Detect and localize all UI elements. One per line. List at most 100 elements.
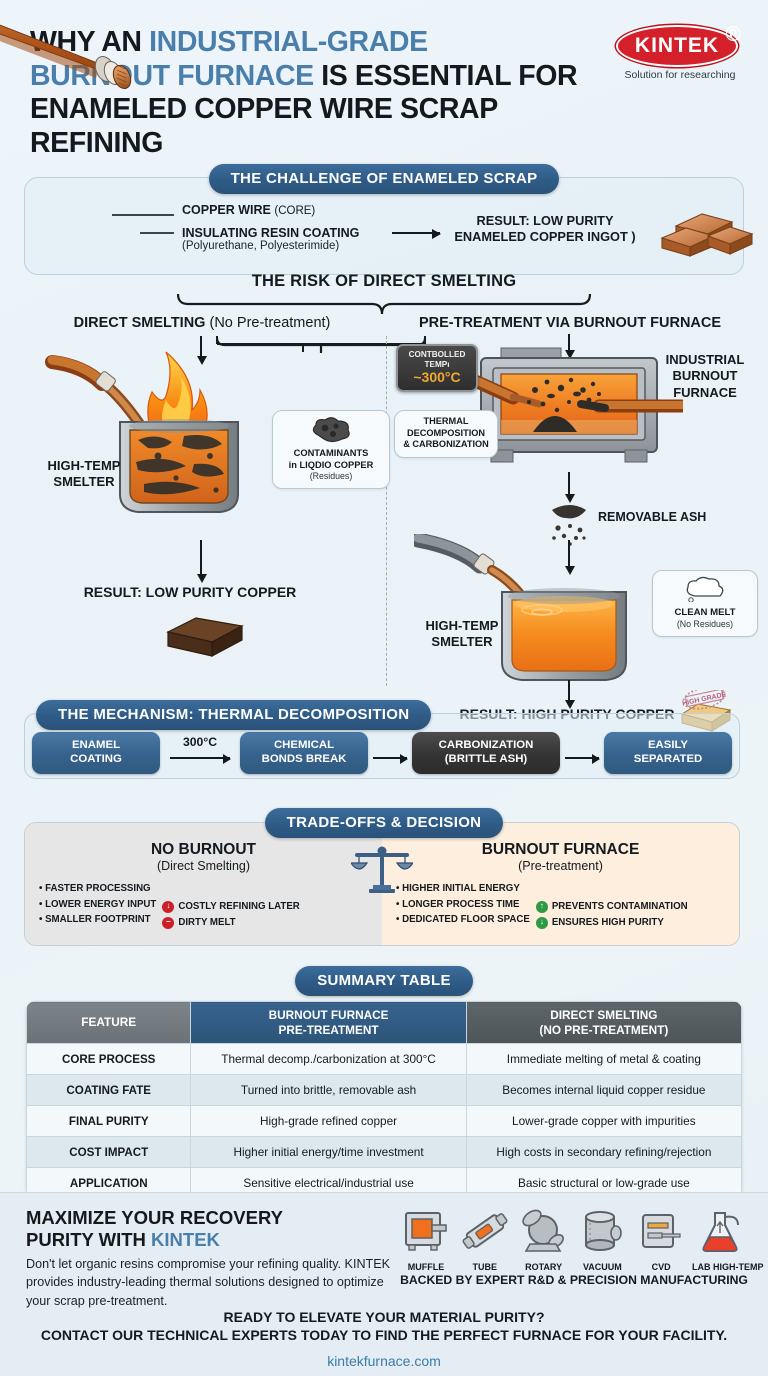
enameled-wire-illustration — [0, 24, 132, 90]
footer-url[interactable]: kintekfurnace.com — [327, 1353, 441, 1369]
callout-contaminants: CONTAMINANTS in LIQDIO COPPER (Residues) — [272, 410, 390, 490]
footer-heading-l2a: PURITY WITH — [26, 1229, 152, 1251]
footer-body-text: Don't let organic resins compromise your… — [26, 1257, 391, 1308]
logo-text: KINTEK — [634, 34, 720, 57]
table-row: CORE PROCESS Thermal decomp./carbonizati… — [26, 1043, 742, 1075]
tradeoffs-card: NO BURNOUT (Direct Smelting) FASTER PROC… — [24, 822, 740, 946]
column-connector-brace-icon — [215, 336, 427, 353]
risk-title: THE RISK OF DIRECT SMELTING — [251, 272, 517, 290]
col-header-burnout-l1: BURNOUT FURNACE — [268, 1008, 389, 1023]
footer-icon-muffle[interactable]: MUFFLE — [398, 1209, 454, 1272]
arrow-down-result-right-icon — [564, 680, 575, 709]
list-item: SMALLER FOOTPRINT — [39, 912, 156, 928]
thermal-line1: THERMAL — [423, 416, 469, 426]
temp-badge-line1: CONTBOLLED — [408, 350, 466, 359]
tradeoffs-right-panel: BURNOUT FURNACE (Pre-treatment) HIGHER I… — [382, 823, 739, 945]
ht-left-l2: SMELTER — [53, 473, 115, 489]
arrow-down-badge-icon: ↓ — [162, 900, 175, 913]
contaminants-line2: in LIQDIO COPPER — [288, 459, 374, 470]
col-left-title-bold: DIRECT SMELTING — [73, 315, 210, 331]
label-copper-wire-norm: (CORE) — [274, 205, 316, 217]
label-copper-wire: COPPER WIRE (CORE) — [182, 203, 315, 217]
footer-heading: MAXIMIZE YOUR RECOVERY PURITY WITH KINTE… — [26, 1207, 283, 1251]
cell-direct: Immediate melting of metal & coating — [465, 1043, 742, 1075]
mech-step-0-l2: COATING — [70, 753, 122, 765]
leader-line-core — [112, 214, 174, 216]
mech-gap-1: 300°C — [160, 733, 240, 773]
arrow-down-result-left-icon — [196, 540, 207, 583]
cell-burnout: Higher initial energy/time investment — [190, 1136, 467, 1168]
page-title: WHY AN INDUSTRIAL-GRADE BURNOUT FURNACE … — [30, 26, 630, 161]
col-header-burnout: BURNOUT FURNACE PRE-TREATMENT — [190, 1001, 467, 1044]
mech-step-3-l2: SEPARATED — [633, 753, 703, 765]
footer-icon-cvd[interactable]: CVD — [633, 1209, 689, 1272]
ind-furnace-l2: BURNOUT — [672, 368, 738, 384]
thermal-line2: DECOMPOSITION — [406, 427, 486, 438]
summary-table-body: CORE PROCESS Thermal decomp./carbonizati… — [26, 1043, 742, 1199]
mech-arrow-2-icon — [373, 754, 409, 764]
result-ingot-line1: RESULT: LOW PURITY — [476, 213, 614, 228]
direct-smelting-illustration — [45, 351, 239, 513]
footer-icon-tube[interactable]: TUBE — [457, 1209, 513, 1272]
label-insulating-resin-sub: (Polyurethane, Polyesterimide) — [182, 240, 340, 252]
copper-ingots-illustration — [660, 213, 754, 257]
tradeoffs-left-flags: ↓ COSTLY REFINING LATER − DIRTY MELT — [162, 881, 300, 930]
challenge-banner-wrap: THE CHALLENGE OF ENAMELED SCRAP — [0, 164, 768, 194]
footer-icon-lab-high-temp[interactable]: LAB HIGH-TEMP — [692, 1209, 763, 1272]
mech-arrow-1-icon — [169, 754, 232, 764]
clean-melt-line1: CLEAN MELT — [674, 607, 736, 618]
label-insulating-resin: INSULATING RESIN COATING — [182, 226, 360, 240]
registered-trademark-icon: ® — [725, 23, 742, 46]
low-purity-ingot-illustration — [166, 617, 244, 657]
cell-feature: CORE PROCESS — [26, 1043, 192, 1075]
leader-line-coating — [140, 232, 174, 234]
contaminant-blob-icon — [312, 417, 350, 443]
arrow-to-result-icon — [392, 229, 441, 239]
col-header-burnout-l2: PRE-TREATMENT — [278, 1022, 379, 1037]
ind-furnace-l3: FURNACE — [673, 384, 737, 400]
mech-step-1-l1: CHEMICAL — [273, 739, 335, 752]
table-row: COATING FATE Turned into brittle, remova… — [26, 1074, 742, 1106]
tradeoffs-right-title-text: BURNOUT FURNACE — [481, 841, 640, 858]
footer-cta-line2: CONTACT OUR TECHNICAL EXPERTS TODAY TO F… — [40, 1327, 728, 1343]
tradeoffs-left-subtitle: (Direct Smelting) — [156, 859, 251, 873]
summary-banner-wrap: SUMMARY TABLE — [0, 966, 768, 996]
clean-smelter-illustration — [414, 534, 627, 681]
minus-badge-icon: − — [162, 916, 175, 929]
tradeoffs-left-flag-0-text: COSTLY REFINING LATER — [178, 901, 300, 912]
label-result-low-purity-copper: RESULT: LOW PURITY COPPER — [83, 584, 297, 600]
tradeoffs-right-columns: HIGHER INITIAL ENERGY LONGER PROCESS TIM… — [382, 873, 739, 930]
cloud-icon — [686, 576, 724, 603]
tradeoffs-banner: TRADE-OFFS & DECISION — [264, 808, 504, 838]
label-result-low-purity-ingot: RESULT: LOW PURITY ENAMELED COPPER INGOT… — [452, 213, 638, 245]
footer-icon-rotary[interactable]: ROTARY — [516, 1209, 572, 1272]
contaminants-line1: CONTAMINANTS — [293, 448, 369, 458]
mechanism-banner-wrap: THE MECHANISM: THERMAL DECOMPOSITION — [36, 700, 432, 730]
cell-direct: High costs in secondary refining/rejecti… — [465, 1136, 742, 1168]
mech-step-carbonization: CARBONIZATION (BRITTLE ASH) — [412, 732, 560, 774]
mech-step-1-l2: BONDS BREAK — [261, 753, 347, 765]
tube-furnace-icon — [462, 1213, 508, 1249]
mech-arrow-3-icon — [565, 754, 601, 764]
footer: MAXIMIZE YOUR RECOVERY PURITY WITH KINTE… — [0, 1192, 768, 1376]
ht-right-l2: SMELTER — [431, 633, 493, 649]
list-item: DEDICATED FLOOR SPACE — [396, 912, 530, 928]
cell-burnout: Turned into brittle, removable ash — [190, 1074, 467, 1106]
controlled-temp-badge: CONTBOLLED TEMPı ~300°C — [396, 344, 478, 393]
tradeoffs-right-subtitle: (Pre-treatment) — [518, 859, 603, 873]
tradeoffs-right-flag-1-text: ENSURES HIGH PURITY — [551, 916, 664, 928]
callout-thermal-decomposition: THERMAL DECOMPOSITION & CARBONIZATION — [394, 410, 498, 458]
mech-step-enamel-coating: ENAMEL COATING — [32, 732, 160, 774]
logo-tagline: Solution for researching — [624, 69, 736, 81]
footer-backed-text: BACKED BY EXPERT R&D & PRECISION MANUFAC… — [400, 1273, 748, 1287]
tradeoffs-left-bullets: FASTER PROCESSING LOWER ENERGY INPUT SMA… — [39, 881, 156, 930]
footer-heading-l2b: KINTEK — [151, 1229, 220, 1251]
kintek-logo: KINTEK ® Solution for researching — [616, 23, 744, 81]
logo-ellipse: KINTEK ® — [616, 23, 741, 67]
col-header-direct-l2: (NO PRE-TREATMENT) — [539, 1022, 669, 1037]
footer-icon-vacuum[interactable]: VACUUM — [574, 1209, 630, 1272]
table-header-row: FEATURE BURNOUT FURNACE PRE-TREATMENT DI… — [26, 1001, 742, 1044]
list-item: HIGHER INITIAL ENERGY — [396, 881, 530, 897]
temp-badge-line2: TEMPı — [424, 359, 450, 369]
